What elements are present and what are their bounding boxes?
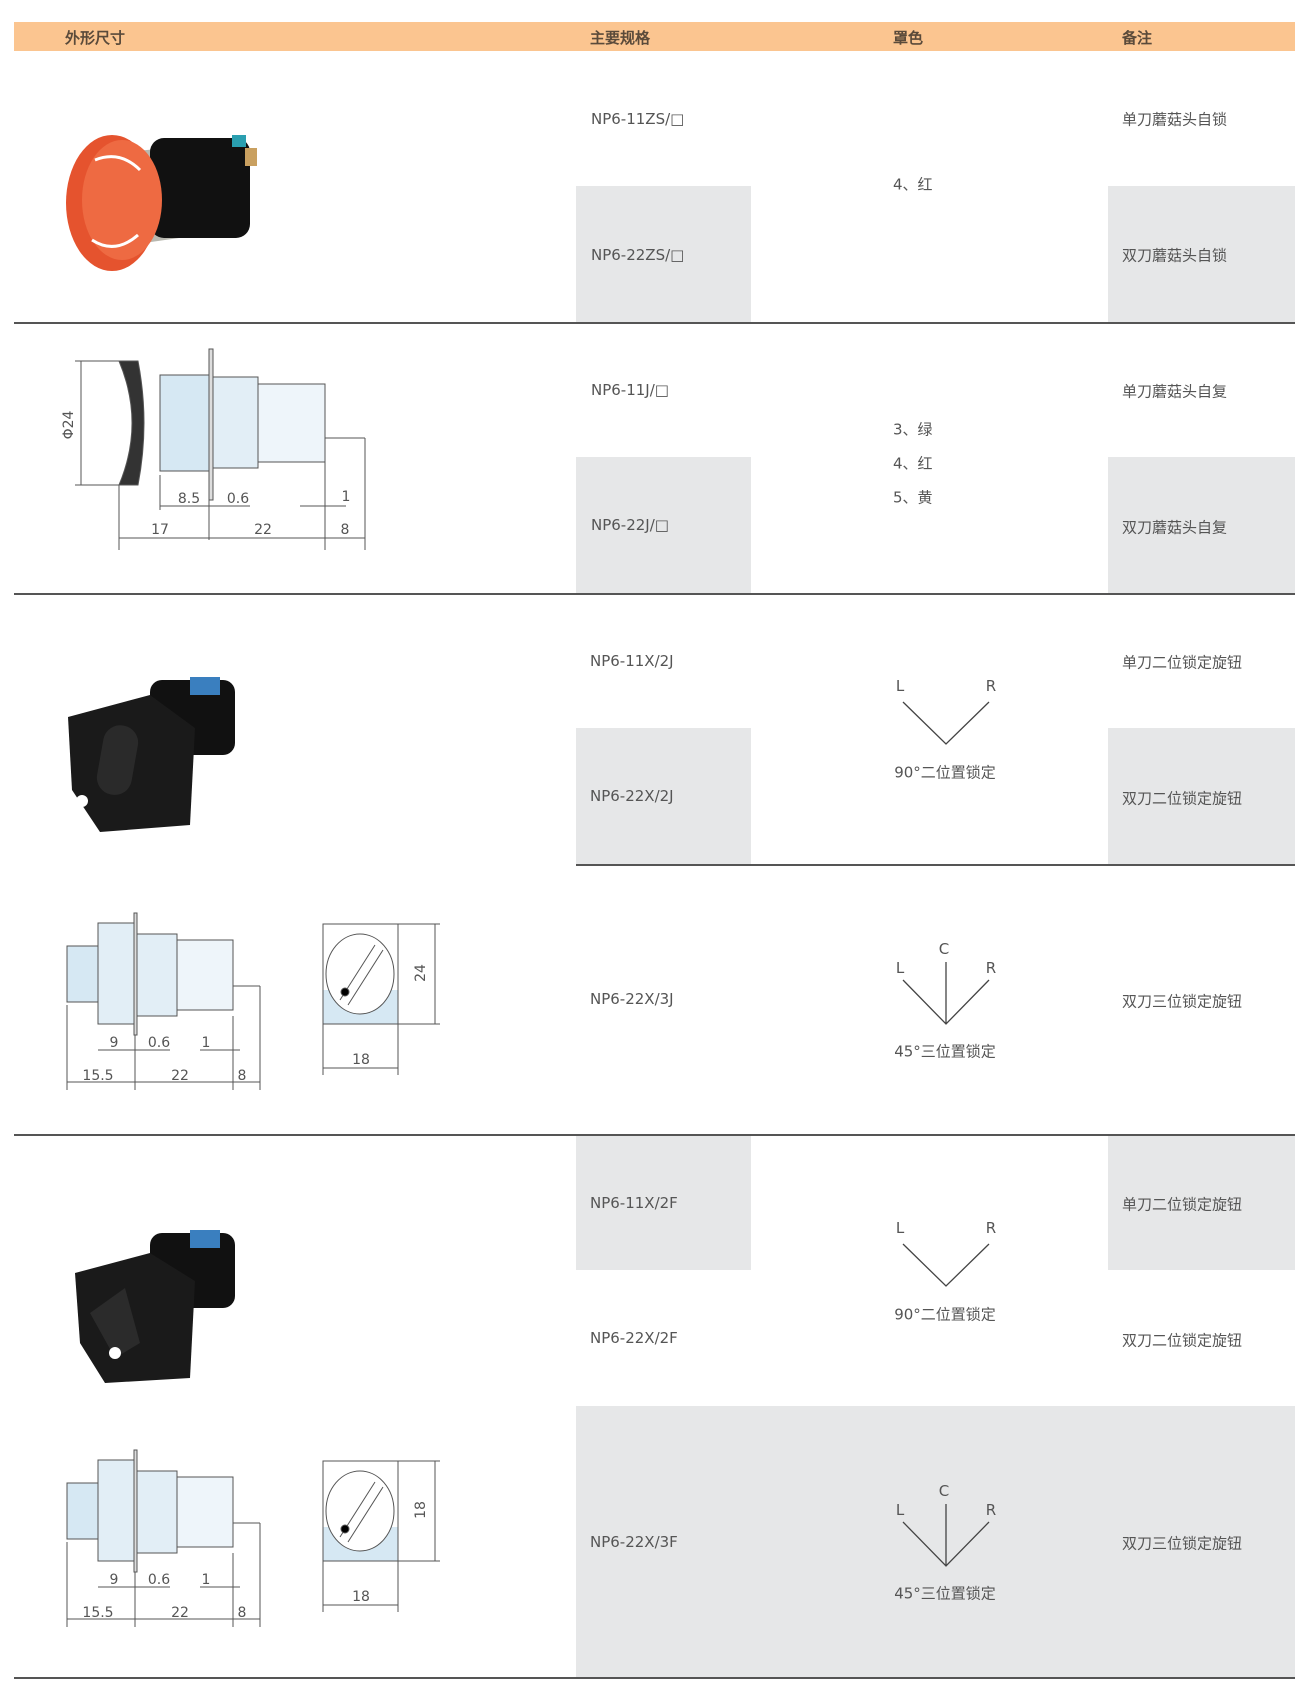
spec-cell: NP6-11J/□ [591,381,669,399]
pos-label-l: L [895,959,905,977]
note-cell: 单刀蘑菇头自锁 [1122,110,1228,129]
spec-cell: NP6-11X/2J [590,652,674,670]
pos-caption: 90°二位置锁定 [894,1305,996,1324]
spec-cell: NP6-22X/2F [590,1329,678,1347]
pos-caption: 45°三位置锁定 [894,1042,996,1061]
note-cell: 单刀二位锁定旋钮 [1122,1195,1243,1214]
dimension-labels-3: 9 0.6 1 15.5 22 8 18 18 [82,1501,429,1621]
cell-bg [576,728,751,864]
dim-label: 18 [352,1589,370,1605]
pos-label-l: L [895,1501,905,1519]
rotary-dimension-drawing-2 [66,1449,440,1627]
spec-cell: NP6-22J/□ [591,516,669,534]
pos-label-r: R [985,1501,997,1519]
pos-label-l: L [895,1219,905,1237]
row-divider [14,322,1295,324]
dim-label: 22 [254,522,272,538]
dim-label: 8 [341,522,350,538]
pos-label-c: C [938,940,950,958]
dim-label: 0.6 [148,1572,170,1588]
row-divider [14,593,1295,595]
table-header: 外形尺寸 主要规格 罩色 备注 [14,22,1295,51]
cell-bg [1108,728,1295,864]
dim-label: 9 [110,1572,119,1588]
dim-label: 22 [171,1605,189,1621]
row-divider [14,1134,1295,1136]
dim-label: 24 [413,964,429,982]
note-cell: 双刀二位锁定旋钮 [1122,789,1243,808]
color-cell: 4、红 [893,454,933,473]
note-cell: 双刀蘑菇头自复 [1122,518,1228,537]
header-dimensions: 外形尺寸 [65,29,126,47]
note-cell: 双刀三位锁定旋钮 [1122,1534,1243,1553]
note-cell: 双刀蘑菇头自锁 [1122,246,1228,265]
dim-label: 18 [352,1052,370,1068]
pos-label-l: L [895,677,905,695]
rotary-dimension-drawing [66,912,440,1090]
cell-bg [576,457,751,593]
header-spec: 主要规格 [590,29,651,47]
header-note: 备注 [1122,29,1153,47]
note-cell: 单刀二位锁定旋钮 [1122,653,1243,672]
cell-bg [1108,457,1295,593]
pos-caption: 90°二位置锁定 [894,763,996,782]
color-cell: 3、绿 [893,420,933,439]
dim-label: 0.6 [227,491,249,507]
dim-label: 17 [151,522,169,538]
spec-cell: NP6-11X/2F [590,1194,678,1212]
note-cell: 双刀三位锁定旋钮 [1122,992,1243,1011]
dim-label: 0.6 [148,1035,170,1051]
spec-cell: NP6-11ZS/□ [591,110,685,128]
emergency-stop-photo [66,135,257,271]
color-cell: 5、黄 [893,488,933,507]
pos-label-r: R [985,1219,997,1237]
note-cell: 双刀二位锁定旋钮 [1122,1331,1243,1350]
dim-label: 9 [110,1035,119,1051]
cell-bg [576,1406,1295,1677]
pos-caption: 45°三位置锁定 [894,1584,996,1603]
dim-label: 1 [202,1572,211,1588]
spec-cell: NP6-22X/2J [590,787,674,805]
dim-label: 1 [202,1035,211,1051]
dim-label: 18 [413,1501,429,1519]
color-cell: 4、红 [893,175,933,194]
cell-bg [576,1135,751,1270]
dim-label: 15.5 [82,1068,113,1084]
dim-label: 1 [342,489,351,505]
cell-bg [576,186,751,322]
dim-label: 8 [238,1068,247,1084]
pos-label-r: R [985,959,997,977]
row-divider [576,864,1295,866]
spec-cell: NP6-22X/3J [590,990,674,1008]
mushroom-dimension-drawing [75,348,366,550]
dim-label: 8.5 [178,491,200,507]
dim-label: 8 [238,1605,247,1621]
header-color: 罩色 [893,29,924,47]
spec-cell: NP6-22ZS/□ [591,246,685,264]
pos-label-c: C [938,1482,950,1500]
dimension-labels-1: Φ24 8.5 0.6 1 17 22 8 [61,410,350,538]
dimension-labels-2: 9 0.6 1 15.5 22 8 24 18 [82,964,429,1084]
note-cell: 单刀蘑菇头自复 [1122,382,1228,401]
position-lines [902,701,990,1567]
spec-cell: NP6-22X/3F [590,1533,678,1551]
cell-bg [1108,1135,1295,1270]
dim-label: 15.5 [82,1605,113,1621]
cell-bg [1108,186,1295,322]
row-divider [14,1677,1295,1679]
dim-label: Φ24 [61,410,77,439]
dim-label: 22 [171,1068,189,1084]
rotary-switch-photo [68,677,235,832]
rotary-switch-photo-2 [75,1230,235,1383]
pos-label-r: R [985,677,997,695]
